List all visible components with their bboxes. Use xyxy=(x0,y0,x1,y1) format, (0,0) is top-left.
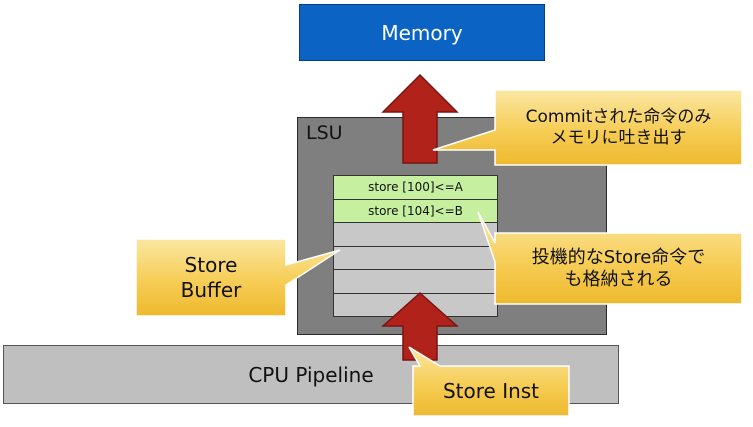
callout-store-inst-shape xyxy=(408,346,570,417)
callout-commit-text: Commitされた命令のみ メモリに吐き出す xyxy=(525,106,712,148)
buffer-entry xyxy=(334,270,497,294)
memory-label: Memory xyxy=(381,20,463,45)
memory-box: Memory xyxy=(299,4,545,61)
callout-speculative-shape xyxy=(477,211,743,305)
buffer-entry: store [100]<=A xyxy=(334,176,497,200)
buffer-entry: store [104]<=B xyxy=(334,199,497,223)
callout-commit-shape xyxy=(432,89,743,166)
callout-speculative-text: 投機的なStore命令で も格納される xyxy=(531,246,706,290)
lsu-label: LSU xyxy=(306,122,343,144)
up-arrow-icon xyxy=(381,291,459,361)
cpu-pipeline-label: CPU Pipeline xyxy=(248,362,374,387)
callout-store-inst-text: Store Inst xyxy=(442,378,540,403)
callout-store-buffer-shape xyxy=(135,238,341,317)
buffer-entry xyxy=(334,223,497,247)
up-arrow-icon xyxy=(381,73,459,164)
buffer-entry xyxy=(334,246,497,270)
callout-store-buffer-text: Store Buffer xyxy=(180,253,242,302)
store-buffer-table: store [100]<=A store [104]<=B xyxy=(333,175,498,317)
